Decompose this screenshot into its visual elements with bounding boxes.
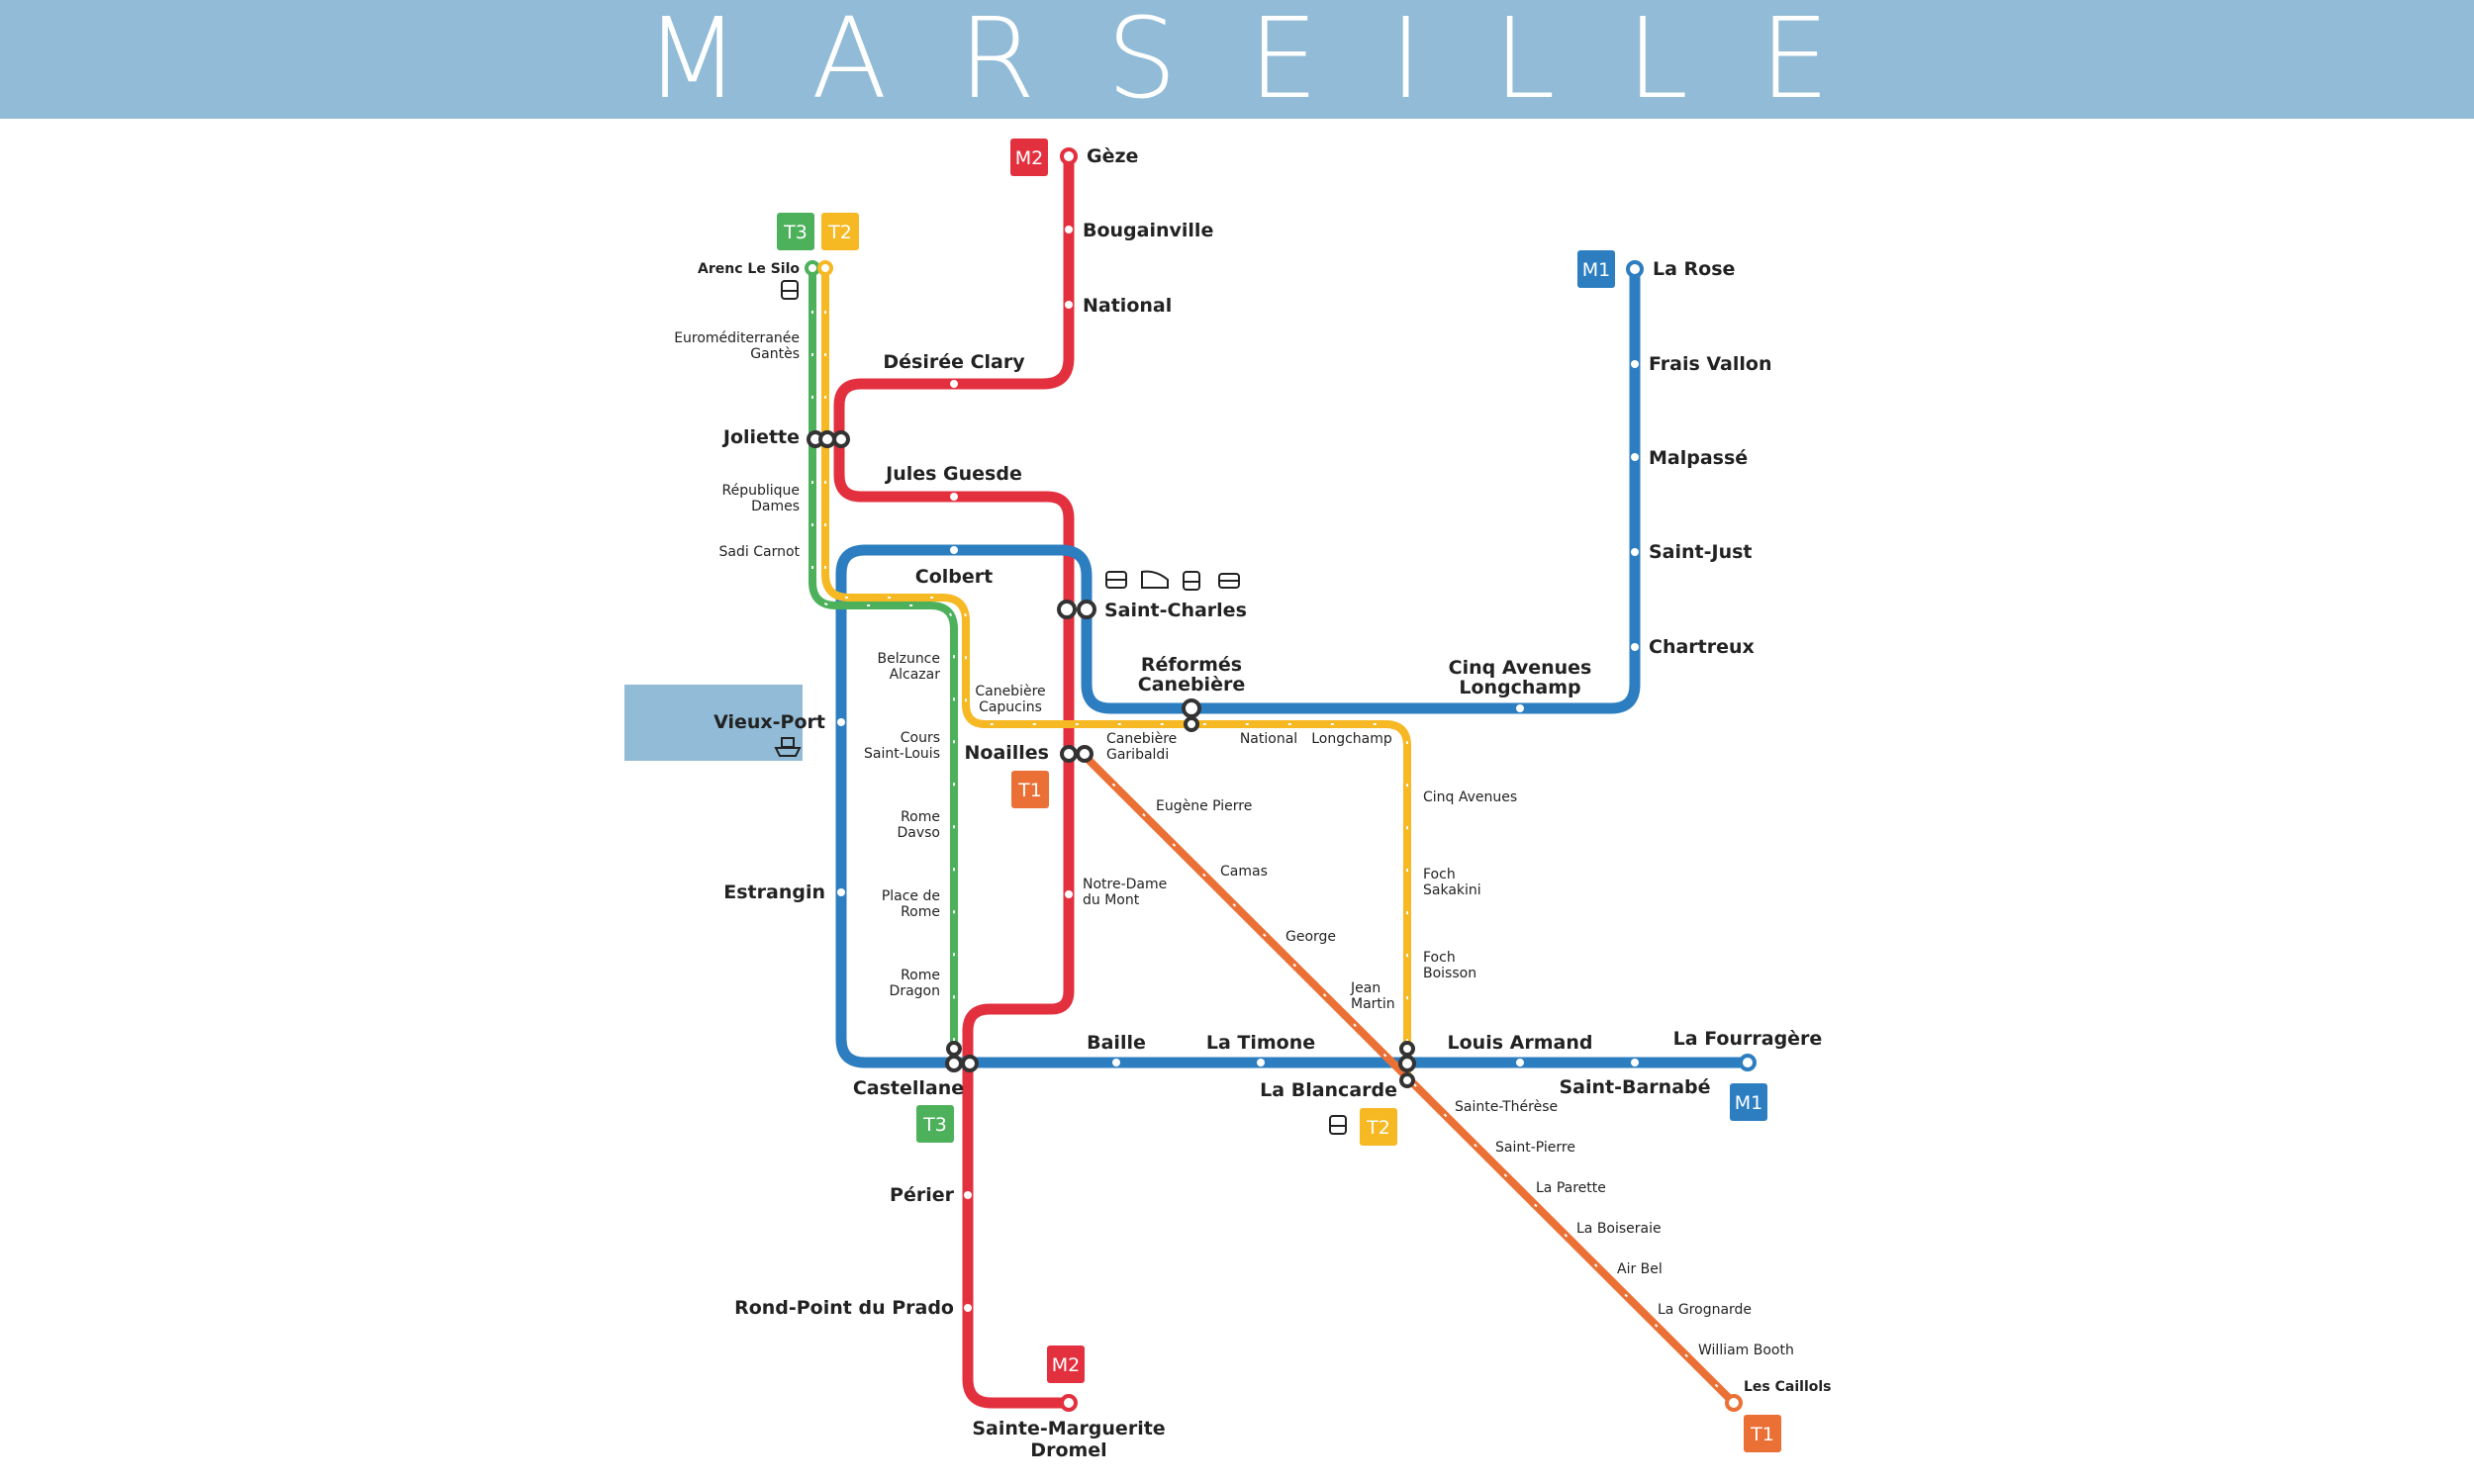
station-desiree-clary: Désirée Clary	[883, 351, 1025, 373]
station-william-booth: William Booth	[1698, 1343, 1794, 1358]
line-t3	[809, 268, 958, 1064]
station-cinq-avenues-t2: Cinq Avenues	[1423, 789, 1517, 805]
station-national-t2: National	[1240, 731, 1297, 747]
train-icon	[1141, 570, 1169, 589]
station-malpasse: Malpassé	[1649, 447, 1748, 469]
station-les-caillols: Les Caillols	[1744, 1379, 1832, 1395]
line-t2	[821, 268, 1411, 1080]
badge-t2-top: T2	[821, 213, 859, 250]
station-la-blancarde: La Blancarde	[1260, 1079, 1397, 1101]
svg-text:M2: M2	[1052, 1354, 1080, 1376]
station-chartreux: Chartreux	[1649, 636, 1755, 658]
station-castellane: Castellane	[853, 1077, 964, 1099]
badge-t1-noailles: T1	[1011, 771, 1049, 808]
station-estrangin: Estrangin	[723, 881, 825, 903]
station-national-m2: National	[1083, 295, 1172, 317]
station-george: George	[1285, 929, 1336, 945]
svg-text:T3: T3	[783, 222, 808, 243]
station-frais-vallon: Frais Vallon	[1649, 353, 1771, 375]
map-title: MARSEILLE	[644, 0, 1901, 124]
station-arenc: Arenc Le Silo	[698, 261, 800, 277]
station-geze: Gèze	[1087, 145, 1138, 167]
svg-text:T3: T3	[922, 1114, 947, 1136]
header-banner	[0, 0, 2474, 119]
svg-text:M1: M1	[1582, 259, 1610, 281]
line-m2	[833, 150, 1075, 1409]
svg-text:T1: T1	[1750, 1424, 1774, 1445]
bus-icon	[1105, 571, 1127, 589]
station-jules-guesde: Jules Guesde	[884, 463, 1022, 485]
station-louis-armand: Louis Armand	[1448, 1032, 1593, 1054]
small-stops	[837, 226, 1639, 1312]
station-vieux-port: Vieux-Port	[714, 711, 825, 733]
station-noailles: Noailles	[964, 742, 1049, 764]
station-sadi-carnot: Sadi Carnot	[719, 544, 801, 560]
badge-t3-bottom: T3	[916, 1105, 954, 1143]
station-saint-pierre: Saint-Pierre	[1495, 1140, 1575, 1156]
station-la-fourragere: La Fourragère	[1673, 1028, 1823, 1050]
coach-icon	[1218, 573, 1240, 589]
station-saint-barnabe: Saint-Barnabé	[1559, 1076, 1710, 1098]
badge-m1-bottom: M1	[1730, 1083, 1767, 1121]
station-air-bel: Air Bel	[1617, 1261, 1663, 1277]
svg-text:T2: T2	[1366, 1117, 1390, 1139]
station-eugene-pierre: Eugène Pierre	[1156, 798, 1252, 814]
line-m1	[835, 263, 1754, 1068]
station-la-parette: La Parette	[1536, 1180, 1606, 1196]
station-la-boiseraie: La Boiseraie	[1576, 1221, 1662, 1237]
svg-text:T2: T2	[827, 222, 852, 243]
tram-icon	[1329, 1115, 1347, 1135]
station-la-rose: La Rose	[1653, 258, 1735, 280]
stops	[805, 147, 1757, 1412]
station-longchamp-t2: Longchamp	[1311, 731, 1392, 747]
station-perier: Périer	[890, 1184, 955, 1206]
tram-icon	[781, 280, 799, 300]
badge-m1-top: M1	[1577, 250, 1615, 288]
svg-text:M2: M2	[1015, 147, 1043, 169]
station-joliette: Joliette	[721, 426, 800, 448]
station-bougainville: Bougainville	[1083, 220, 1213, 241]
station-camas: Camas	[1220, 864, 1268, 880]
station-saint-just: Saint-Just	[1649, 541, 1753, 563]
station-rond-point: Rond-Point du Prado	[734, 1297, 954, 1319]
badge-m2-top: M2	[1010, 139, 1048, 176]
badge-t2-bottom: T2	[1360, 1108, 1397, 1146]
vieux-port-sea	[624, 685, 803, 761]
station-saint-charles: Saint-Charles	[1104, 600, 1247, 621]
station-la-timone: La Timone	[1206, 1032, 1315, 1054]
station-la-grognarde: La Grognarde	[1658, 1302, 1752, 1318]
station-sainte-therese: Sainte-Thérèse	[1455, 1099, 1558, 1115]
tram-icon	[1183, 571, 1200, 591]
badge-m2-bottom: M2	[1047, 1345, 1085, 1383]
station-baille: Baille	[1087, 1032, 1146, 1054]
svg-text:M1: M1	[1735, 1092, 1762, 1114]
badge-t3-top: T3	[777, 213, 814, 250]
svg-text:T1: T1	[1017, 780, 1042, 801]
station-colbert: Colbert	[915, 566, 993, 588]
ferry-icon	[774, 737, 802, 757]
badge-t1-end: T1	[1744, 1415, 1781, 1452]
